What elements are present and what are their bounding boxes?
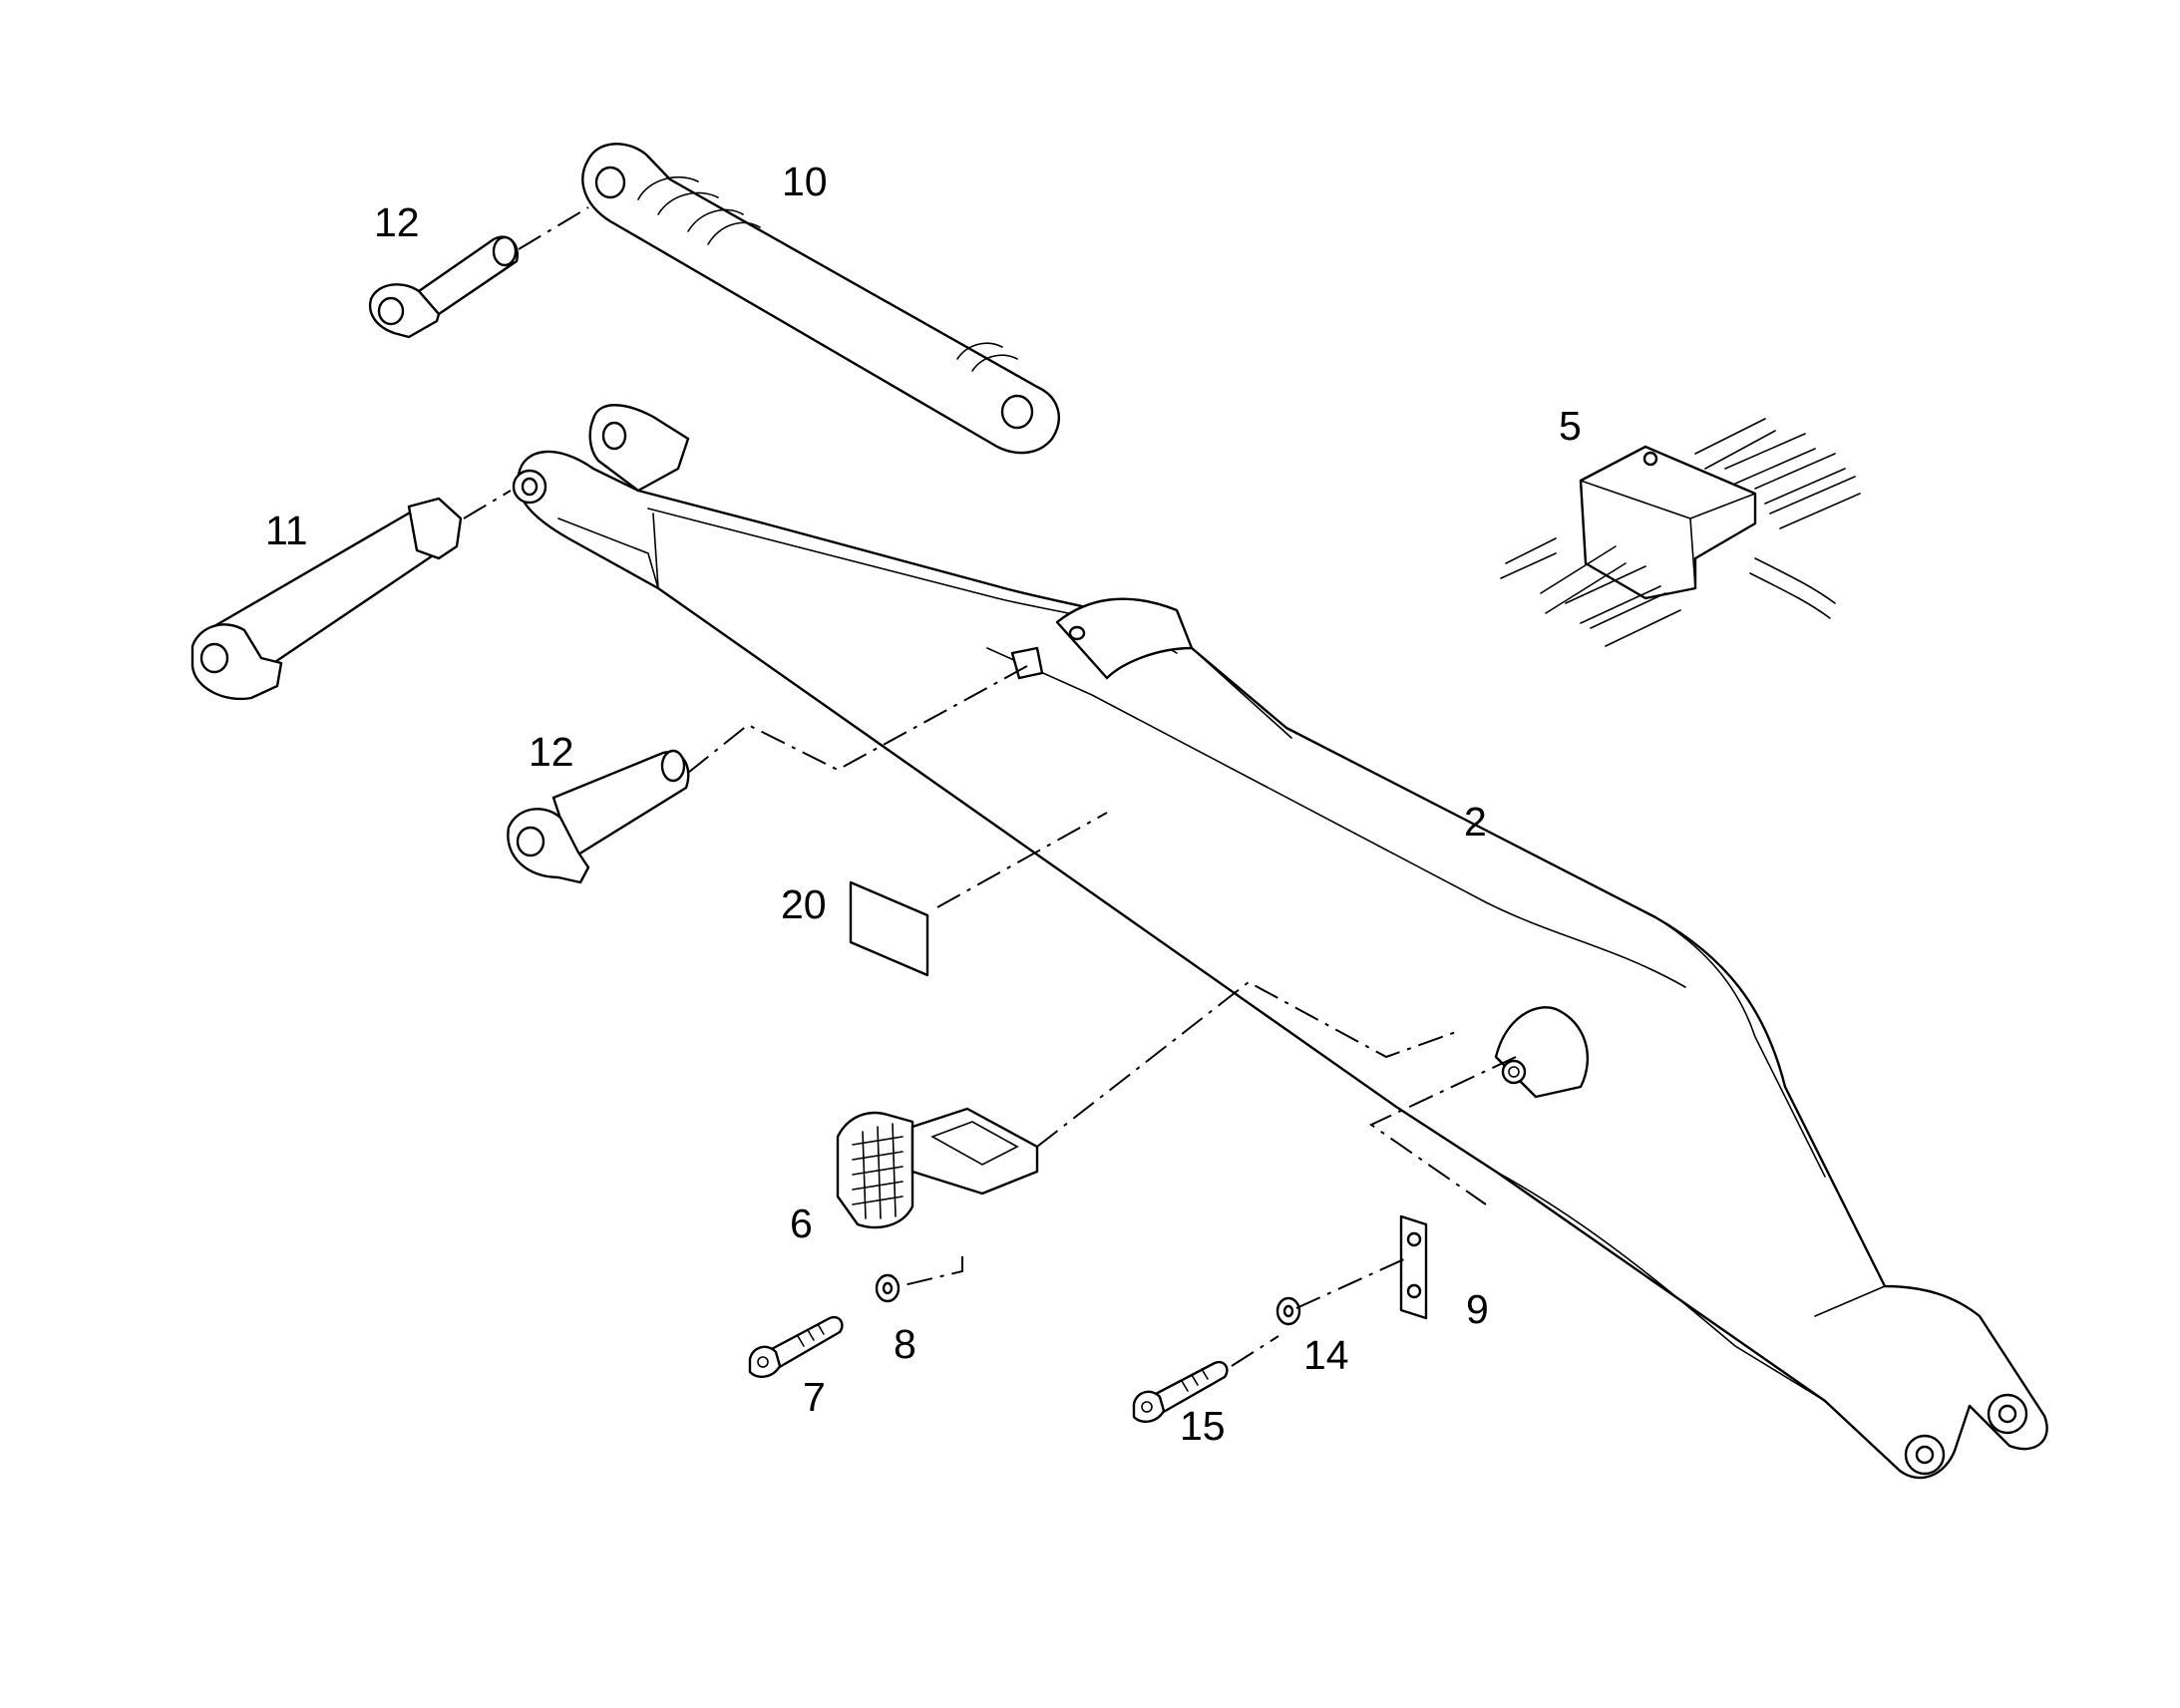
part-6-step-grid[interactable] (836, 1107, 1039, 1229)
callout-12-lower: 12 (529, 729, 574, 775)
callout-2: 2 (1464, 799, 1487, 845)
callout-10: 10 (782, 159, 828, 204)
part-7-bolt[interactable] (748, 1315, 844, 1378)
callout-15: 15 (1180, 1403, 1226, 1449)
part-10-cylinder[interactable] (581, 143, 1060, 455)
callout-5: 5 (1559, 403, 1582, 449)
part-20-label-plate[interactable] (849, 880, 929, 977)
leader-lines (463, 206, 1517, 1367)
callout-7: 7 (803, 1374, 826, 1420)
part-11-long-pin[interactable] (190, 497, 463, 701)
part-5-valve-block[interactable] (1500, 418, 1861, 647)
part-14-washer[interactable] (1275, 1296, 1301, 1326)
part-15-bolt[interactable] (1132, 1360, 1229, 1423)
part-12-pin-lower[interactable] (507, 749, 690, 884)
part-2-arm[interactable] (512, 404, 2048, 1480)
callout-8: 8 (894, 1321, 916, 1367)
part-8-washer[interactable] (875, 1273, 901, 1303)
part-9-plate[interactable] (1399, 1214, 1428, 1320)
callout-14: 14 (1303, 1332, 1349, 1378)
callout-6: 6 (790, 1200, 813, 1246)
callout-9: 9 (1466, 1286, 1489, 1332)
part-12-pin-upper[interactable] (368, 235, 519, 339)
callout-12-upper: 12 (374, 199, 420, 245)
callout-labels: 2 5 6 7 8 9 10 11 12 12 14 15 20 (265, 159, 1582, 1449)
callout-11: 11 (265, 508, 308, 553)
callout-20: 20 (781, 881, 827, 927)
